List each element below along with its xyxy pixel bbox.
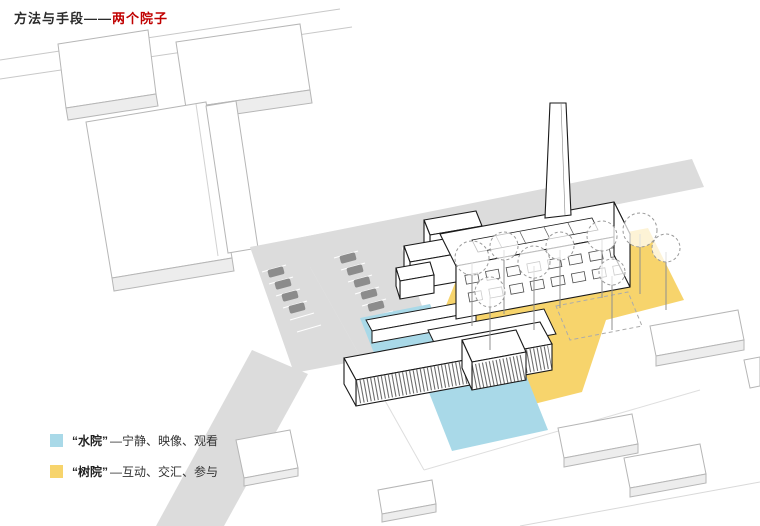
tree-icon — [622, 212, 658, 248]
car-icon — [360, 288, 378, 300]
parking-lot — [261, 250, 394, 333]
water-swatch-icon — [50, 433, 63, 447]
bar-end-face — [343, 357, 357, 407]
context-building-face — [111, 257, 235, 292]
context-building-face — [381, 503, 437, 523]
legend-term: “水院” — [72, 433, 109, 448]
pavilion-end-face — [461, 339, 473, 391]
trees — [454, 212, 681, 350]
chimney-edge — [560, 102, 566, 216]
tree-canopies — [454, 212, 681, 308]
context-buildings-top-left — [57, 23, 313, 292]
car-icon — [274, 278, 292, 290]
legend-desc: —宁静、映像、观看 — [110, 433, 219, 448]
legend-desc: —互动、交汇、参与 — [110, 464, 219, 479]
parked-cars — [267, 252, 385, 314]
legend-term: “树院” — [72, 464, 109, 479]
context-building-face — [629, 473, 707, 498]
chimney — [544, 102, 572, 219]
car-icon — [346, 264, 364, 276]
car-icon — [339, 252, 357, 264]
car-icon — [281, 290, 299, 302]
car-icon — [367, 300, 385, 312]
tree-icon — [474, 276, 506, 308]
page-title: 方法与手段——两个院子 — [14, 8, 168, 27]
background-road-line — [519, 481, 760, 526]
context-building-edge — [195, 103, 219, 257]
tree-icon — [598, 258, 626, 286]
tree-icon — [517, 245, 551, 279]
street-lower-left — [156, 350, 308, 526]
car-icon — [288, 302, 306, 314]
street-top — [298, 159, 704, 266]
tree-icon — [454, 240, 490, 276]
louver-texture — [471, 354, 527, 390]
context-building-face — [243, 467, 299, 487]
context-buildings-bottom — [235, 309, 760, 526]
tree-swatch-icon — [50, 464, 63, 478]
context-building — [743, 356, 760, 389]
car-icon — [267, 266, 285, 278]
legend-item-water: “水院” —宁静、映像、观看 — [50, 431, 218, 449]
factory-annexes — [395, 210, 483, 300]
car-icon — [353, 276, 371, 288]
legend-item-tree: “树院” —互动、交汇、参与 — [50, 462, 218, 480]
tree-icon — [651, 233, 681, 263]
water-pool-bottom — [428, 370, 548, 451]
tree-icon — [586, 220, 618, 252]
title-dash: —— — [84, 11, 113, 26]
tree-icon — [545, 231, 575, 261]
pavilion — [461, 329, 527, 391]
context-building-face — [65, 93, 159, 121]
context-building-face — [655, 339, 745, 367]
legend: “水院” —宁静、映像、观看 “树院” —互动、交汇、参与 — [50, 431, 218, 493]
tree-icon — [489, 231, 519, 261]
title-highlight: 两个院子 — [112, 11, 169, 26]
context-building-face — [563, 443, 639, 468]
title-prefix: 方法与手段 — [14, 11, 85, 26]
